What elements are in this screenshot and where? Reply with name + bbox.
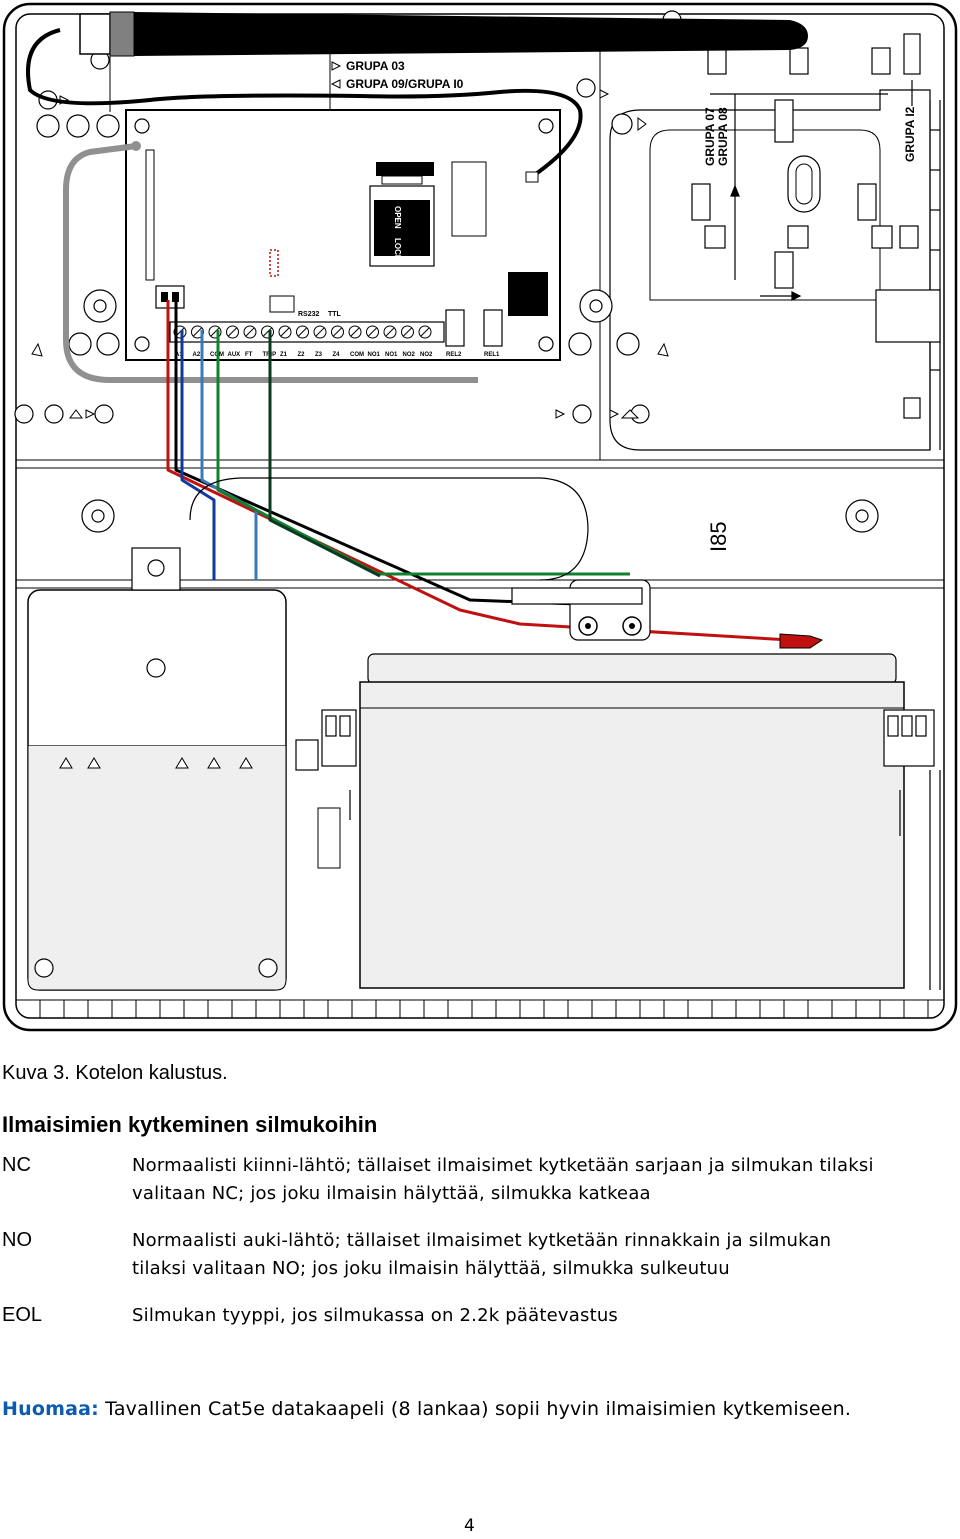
label-grupa03: GRUPA 03 [346,59,405,73]
terminal-slot [245,327,255,337]
svg-text:RS232: RS232 [298,311,320,318]
terminal-label: Z4 [333,352,341,358]
terminal-label: Z2 [298,352,306,358]
terminal-label: NO2 [403,352,416,358]
desc-eol: Silmukan tyyppi, jos silmukassa on 2.2k … [132,1302,952,1330]
terminal-slot [298,327,307,337]
svg-text:TTL: TTL [328,311,342,318]
label-grupa08: GRUPA 08 [716,107,730,166]
battery [359,681,905,989]
terminal-slot [210,327,220,337]
desc-no-line: tilaksi valitaan NO; jos joku ilmaisin h… [132,1258,730,1279]
term-nc: NC [2,1154,31,1176]
relay-label: REL1 [484,352,500,358]
desc-nc-line: valitaan NC; jos joku ilmaisin hälyttää,… [132,1183,651,1204]
relay-label: REL2 [446,352,462,358]
terminal-slot [368,327,377,337]
note: Huomaa: Tavallinen Cat5e datakaapeli (8 … [2,1398,851,1420]
terminal-label: NO2 [420,352,433,358]
terminal-slot [280,327,290,337]
label-grupa12: GRUPA I2 [903,106,917,162]
terminal-label: A2 [193,352,201,358]
wire-dark-green [268,330,381,578]
desc-nc: Normaalisti kiinni-lähtö; tällaiset ilma… [132,1152,952,1208]
note-text: Tavallinen Cat5e datakaapeli (8 lankaa) … [98,1398,852,1420]
terminal-label: Z3 [315,352,323,358]
desc-nc-line: Normaalisti kiinni-lähtö; tällaiset ilma… [132,1155,874,1176]
wire-blue-a [180,330,216,580]
figure-caption: Kuva 3. Kotelon kalustus. [2,1062,228,1084]
terminal-slot [385,327,395,337]
antenna-connector [79,13,111,55]
svg-text:OPEN: OPEN [393,206,402,229]
label-i85: I85 [706,521,731,552]
terminal-label: Z1 [280,352,288,358]
terminal-slot [193,327,202,337]
note-label: Huomaa: [2,1398,99,1420]
term-no: NO [2,1229,32,1251]
enclosure-diagram: GRUPA 03 GRUPA 09/GRUPA I0 GRUPA 07 GRUP… [2,2,958,1032]
terminal-slot [403,327,412,337]
wire-green [216,330,630,576]
antenna-cable [26,28,583,180]
terminal-slot [315,327,325,337]
label-grupa07: GRUPA 07 [703,107,717,166]
terminal-label: AUX [228,352,241,358]
terminal-slot [420,327,430,337]
desc-no-line: Normaalisti auki-lähtö; tällaiset ilmais… [132,1230,832,1251]
terminal-label: COM [350,352,364,358]
battery-top [367,653,897,685]
grey-cable [63,143,478,383]
terminal-slot [228,327,237,337]
terminal-slot [333,327,342,337]
svg-text:LOCK: LOCK [393,238,402,261]
terminal-label: FT [245,352,253,358]
terminal-label: A1 [175,352,183,358]
desc-no: Normaalisti auki-lähtö; tällaiset ilmais… [132,1227,952,1283]
terminal-slot [350,327,360,337]
terminal-slot [263,327,272,337]
terminal-label: NO1 [368,352,381,358]
label-grupa0910: GRUPA 09/GRUPA I0 [346,77,464,91]
terminal-label: NO1 [385,352,398,358]
page-number: 4 [464,1516,475,1536]
term-eol: EOL [2,1304,43,1326]
antenna-body [134,12,808,56]
section-heading: Ilmaisimien kytkeminen silmukoihin [2,1112,378,1137]
desc-eol-line: Silmukan tyyppi, jos silmukassa on 2.2k … [132,1305,619,1326]
